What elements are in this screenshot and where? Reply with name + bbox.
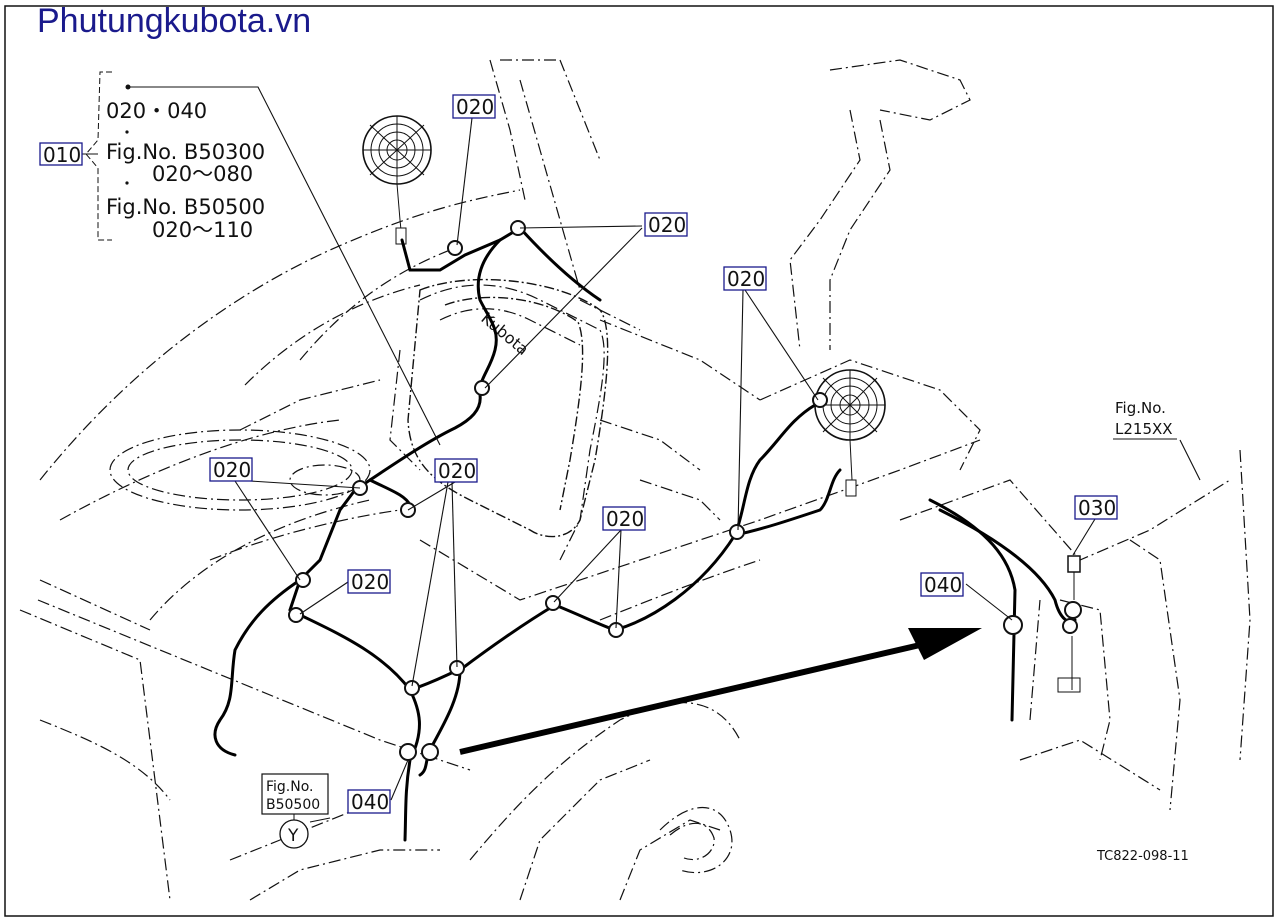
seat-brand-mark: Kubota — [477, 309, 532, 359]
wiring-harness — [213, 226, 1077, 842]
fig-ref-l215xx[interactable]: Fig.No. L215XX — [1113, 399, 1177, 440]
detail-arrow — [459, 628, 982, 755]
fig-ref-b50500[interactable]: Fig.No. B50500 — [261, 773, 329, 820]
leader-lines — [125, 84, 1201, 823]
legend-line-1: 020・040 — [106, 99, 207, 123]
svg-text:020: 020 — [438, 459, 476, 483]
svg-text:030: 030 — [1078, 496, 1116, 520]
svg-text:020: 020 — [351, 570, 389, 594]
legend-bracket — [82, 71, 129, 241]
svg-text:020: 020 — [606, 507, 644, 531]
svg-text:040: 040 — [351, 790, 389, 814]
svg-text:020: 020 — [456, 95, 494, 119]
callout-040-a[interactable]: 040 — [920, 572, 964, 597]
svg-text:020: 020 — [213, 458, 251, 482]
svg-text:020: 020 — [648, 213, 686, 237]
y-marker[interactable]: Y — [279, 819, 309, 849]
svg-text:Fig.No.: Fig.No. — [266, 779, 314, 795]
svg-text:020: 020 — [727, 267, 765, 291]
svg-text:010: 010 — [43, 143, 81, 167]
drawing-number: TC822-098-11 — [1096, 849, 1189, 864]
svg-text:Fig.No.: Fig.No. — [1115, 399, 1166, 417]
site-title[interactable]: Phutungkubota.vn — [37, 2, 312, 40]
diagram-border — [4, 5, 1274, 917]
work-light-left — [362, 115, 432, 245]
callout-020-b[interactable]: 020 — [644, 212, 688, 237]
legend-line-3: 020～080 — [152, 162, 253, 186]
legend-text: 010 020・040 Fig.No. B50300 020～080 Fig.N… — [39, 99, 265, 242]
callout-020-d[interactable]: 020 — [209, 457, 253, 482]
callout-040-b[interactable]: 040 — [347, 789, 391, 814]
callout-020-f[interactable]: 020 — [602, 506, 646, 531]
callout-020-e[interactable]: 020 — [434, 458, 478, 483]
svg-text:040: 040 — [924, 573, 962, 597]
callout-020-g[interactable]: 020 — [347, 569, 391, 594]
svg-text:Y: Y — [287, 826, 299, 846]
legend-line-5: 020～110 — [152, 218, 253, 242]
tractor-body-outline — [19, 59, 1251, 901]
legend-line-2: Fig.No. B50300 — [106, 140, 265, 164]
operator-seat: Kubota — [407, 278, 609, 538]
callout-010[interactable]: 010 — [39, 142, 83, 167]
callout-020-c[interactable]: 020 — [723, 266, 767, 291]
work-light-right — [814, 369, 886, 497]
svg-text:B50500: B50500 — [266, 797, 320, 813]
wire-clamps — [288, 220, 1082, 761]
callout-030[interactable]: 030 — [1074, 495, 1118, 520]
svg-text:L215XX: L215XX — [1115, 420, 1173, 438]
callout-020-a[interactable]: 020 — [452, 94, 496, 119]
legend-line-4: Fig.No. B50500 — [106, 195, 265, 219]
